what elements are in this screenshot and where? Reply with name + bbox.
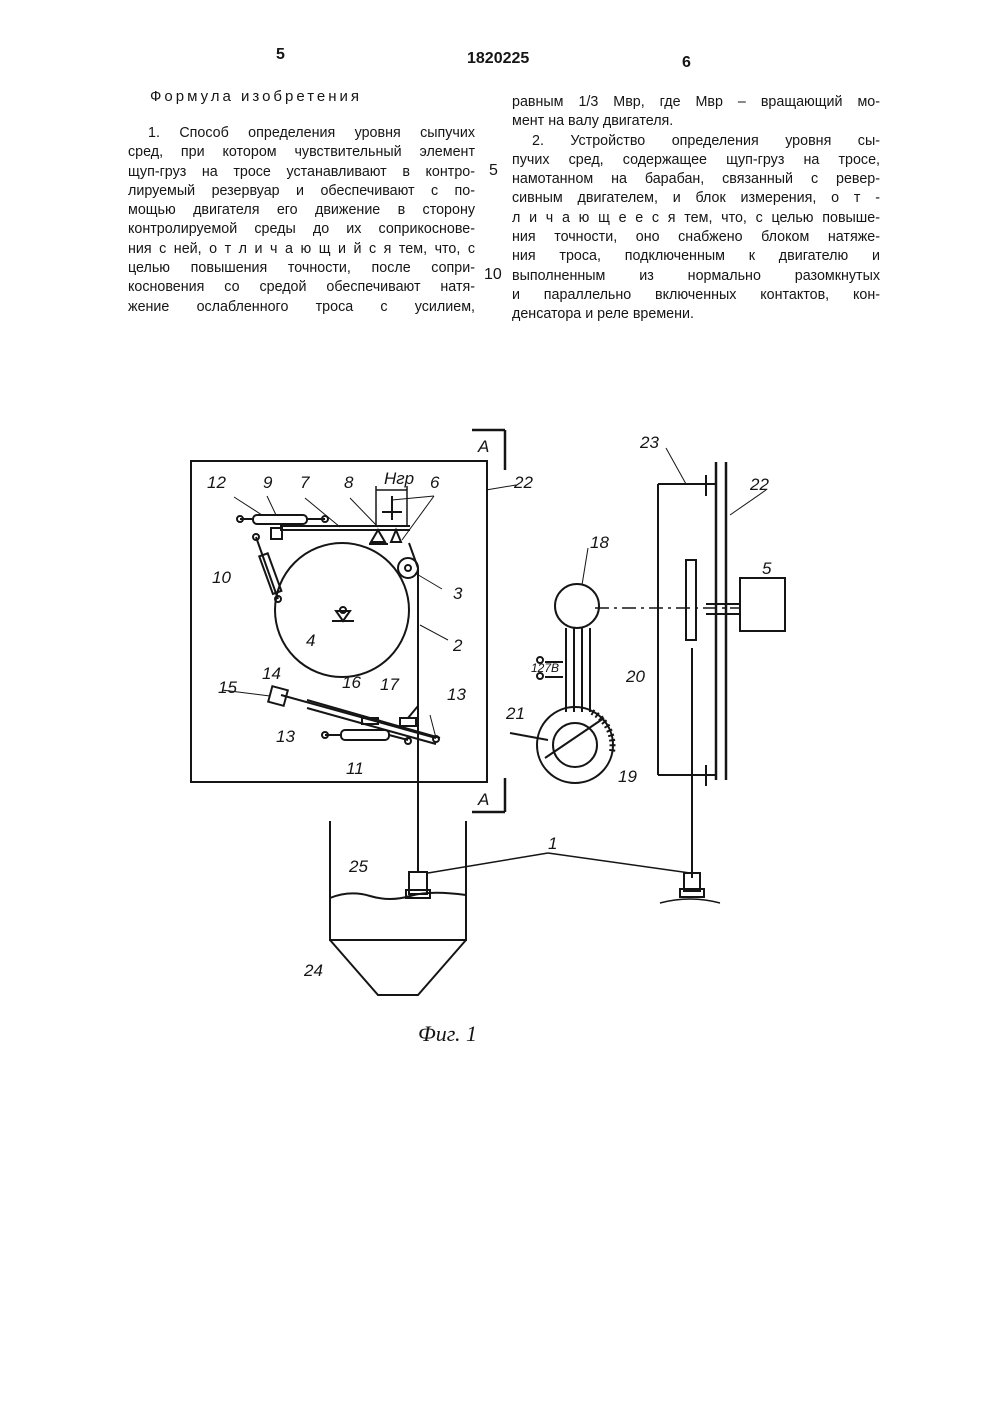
label-22-left: 22 bbox=[513, 473, 533, 492]
label-6: 6 bbox=[430, 473, 440, 492]
label-17: 17 bbox=[380, 675, 399, 694]
label-14: 14 bbox=[262, 664, 281, 683]
label-21: 21 bbox=[505, 704, 525, 723]
label-2: 2 bbox=[452, 636, 463, 655]
label-12: 12 bbox=[207, 473, 226, 492]
label-13-right: 13 bbox=[447, 685, 466, 704]
label-20: 20 bbox=[625, 667, 645, 686]
label-7: 7 bbox=[300, 473, 310, 492]
label-15: 15 bbox=[218, 678, 237, 697]
label-19: 19 bbox=[618, 767, 637, 786]
label-9: 9 bbox=[263, 473, 273, 492]
label-18: 18 bbox=[590, 533, 609, 552]
label-23: 23 bbox=[639, 433, 659, 452]
label-section-A-top: A bbox=[477, 437, 489, 456]
label-4: 4 bbox=[306, 631, 315, 650]
label-8: 8 bbox=[344, 473, 354, 492]
figure-caption: Фиг. 1 bbox=[418, 1021, 477, 1046]
label-3: 3 bbox=[453, 584, 463, 603]
label-13-left: 13 bbox=[276, 727, 295, 746]
label-Hgr: Hгр bbox=[384, 469, 414, 488]
label-5: 5 bbox=[762, 559, 772, 578]
label-voltage: 127В bbox=[531, 661, 559, 675]
label-16: 16 bbox=[342, 673, 361, 692]
label-24: 24 bbox=[303, 961, 323, 980]
label-10: 10 bbox=[212, 568, 231, 587]
label-11: 11 bbox=[346, 759, 364, 778]
label-section-A-bottom: A bbox=[477, 790, 489, 809]
label-25: 25 bbox=[348, 857, 368, 876]
motor bbox=[740, 578, 785, 631]
label-1: 1 bbox=[548, 834, 557, 853]
label-22-right: 22 bbox=[749, 475, 769, 494]
